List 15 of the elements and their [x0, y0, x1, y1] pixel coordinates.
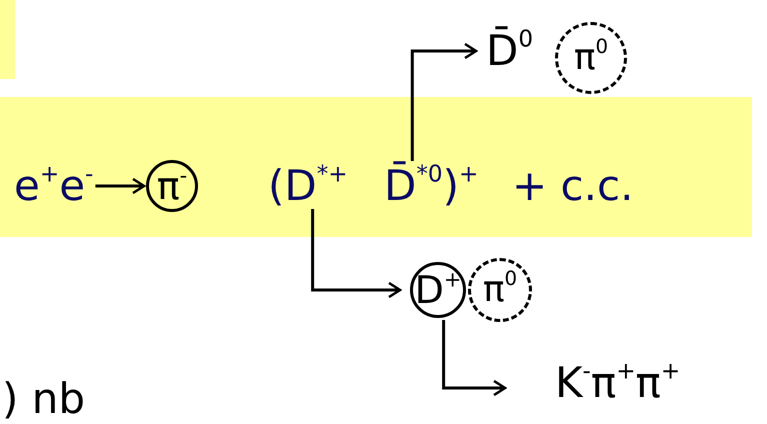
particle-label: e$^{+}$e$^{-}$: [14, 165, 94, 207]
dashed-circled-particle: π$^{0}$: [468, 258, 532, 322]
decay-arrow: [410, 42, 478, 161]
decay-arrow: [442, 320, 506, 396]
decay-arrow: [95, 178, 146, 194]
particle-label: K$^{-}$π$^{+}$π$^{+}$: [555, 362, 680, 404]
particle-label: (D$^{*+}$: [268, 165, 348, 207]
cross-section-value: ) nb: [2, 378, 86, 420]
circled-particle: π$^{-}$: [146, 160, 198, 212]
highlight-band: [0, 97, 752, 237]
charge-conjugate-term: + c.c.: [512, 165, 634, 207]
dashed-circled-particle: π$^{0}$: [555, 22, 627, 94]
highlight-band: [0, 0, 15, 79]
circled-particle: D$^{+}$: [410, 262, 466, 318]
decay-arrow: [311, 209, 402, 298]
